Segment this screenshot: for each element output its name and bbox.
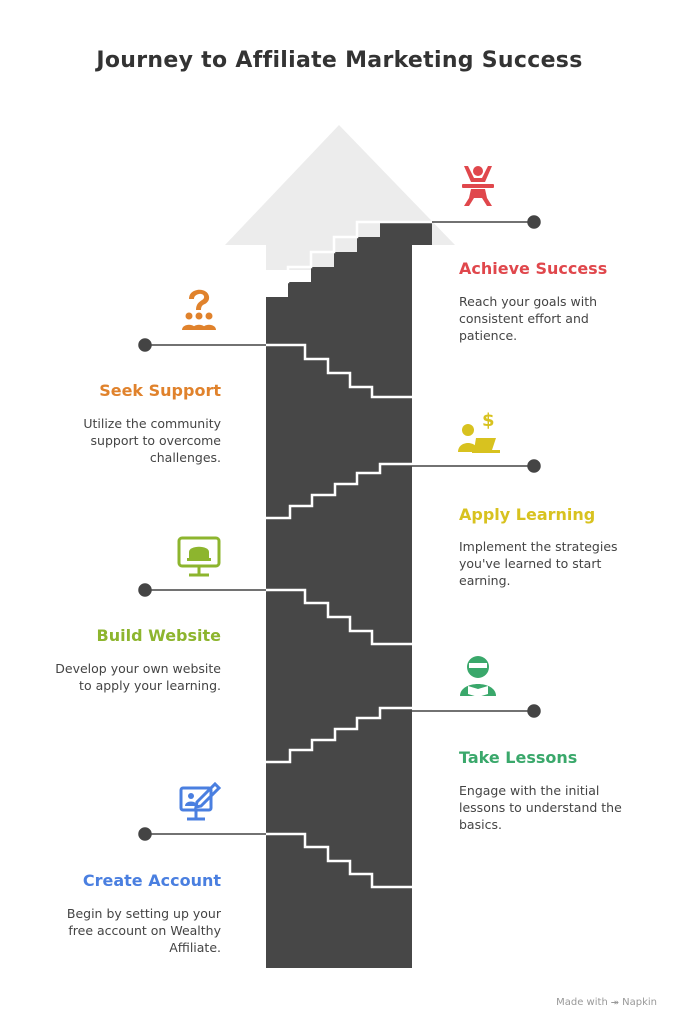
computer-edit-icon [179,781,222,821]
step-desc-apply-learning: Implement the strategies you've learned … [459,539,618,588]
earning-laptop-icon: $ [458,410,500,453]
svg-text:$: $ [482,410,495,431]
step-desc-create-account: Begin by setting up your free account on… [66,906,221,955]
napkin-footer: Made with ⯮ Napkin [556,997,657,1008]
steps-lines [266,220,432,889]
arrow-head [225,125,455,270]
success-person-icon [462,166,494,206]
step-title-seek-support: Seek Support [99,381,221,400]
step-title-apply-learning: Apply Learning [459,505,596,524]
connectors [138,215,541,841]
step-title-take-lessons: Take Lessons [459,748,578,767]
step-title-build-website: Build Website [96,626,221,645]
step-desc-take-lessons: Engage with the initial lessons to under… [459,783,622,832]
community-question-icon [182,289,216,330]
student-reading-icon [460,656,496,697]
step-desc-seek-support: Utilize the community support to overcom… [83,416,221,465]
diagram-title: Journey to Affiliate Marketing Success [96,48,583,73]
step-title-create-account: Create Account [82,871,221,890]
monitor-build-icon [177,536,221,577]
step-title-achieve-success: Achieve Success [459,259,608,278]
stair-column [266,222,432,968]
step-desc-achieve-success: Reach your goals with consistent effort … [459,294,598,343]
step-desc-build-website: Develop your own website to apply your l… [55,661,221,693]
